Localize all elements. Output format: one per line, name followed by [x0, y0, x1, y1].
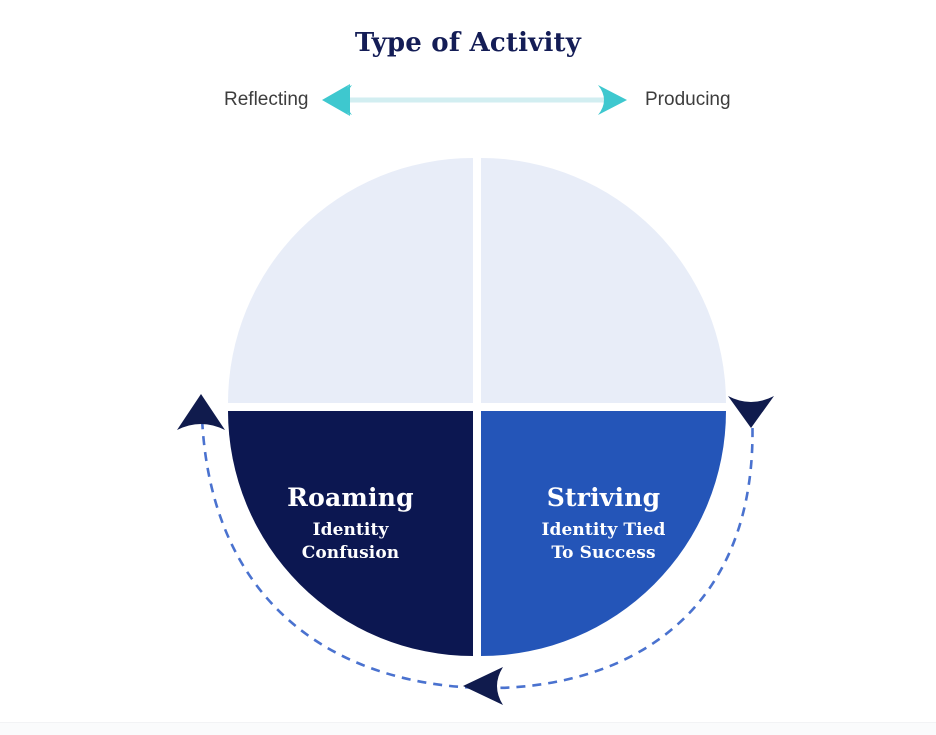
quadrant-bottom-left-sub-line2: Confusion [301, 542, 400, 563]
cycle-arrowhead-left-up-icon [177, 394, 225, 430]
quadrant-bottom-right-sub-line2: To Success [551, 542, 656, 563]
page-title: Type of Activity [354, 28, 582, 58]
quadrant-bottom-right-sub-line1: Identity Tied [541, 520, 666, 541]
quadrant-bottom-right-text: Striving Identity Tied To Success [481, 483, 726, 564]
quadrant-bottom-left-roaming: Roaming Identity Confusion [228, 411, 473, 656]
quadrant-bottom-right-striving: Striving Identity Tied To Success [481, 411, 726, 656]
axis-label-producing: Producing [645, 89, 731, 110]
quadrant-bottom-left-heading: Roaming [287, 483, 414, 512]
activity-axis: Reflecting Producing [0, 80, 936, 120]
cycle-arrowhead-right-down-icon [728, 396, 774, 428]
quadrant-top-right [481, 158, 726, 403]
axis-label-reflecting: Reflecting [224, 89, 309, 110]
quadrant-bottom-left-sub-line1: Identity [312, 520, 389, 541]
quadrant-bottom-left-text: Roaming Identity Confusion [228, 483, 473, 564]
double-headed-arrow-icon [322, 84, 627, 116]
page-bottom-edge [0, 722, 936, 735]
quadrant-bottom-right-heading: Striving [546, 483, 661, 512]
cycle-arrowhead-bottom-left-icon [463, 667, 503, 705]
quadrant-circle: Roaming Identity Confusion Striving Iden… [228, 158, 726, 656]
quadrant-top-left [228, 158, 473, 403]
